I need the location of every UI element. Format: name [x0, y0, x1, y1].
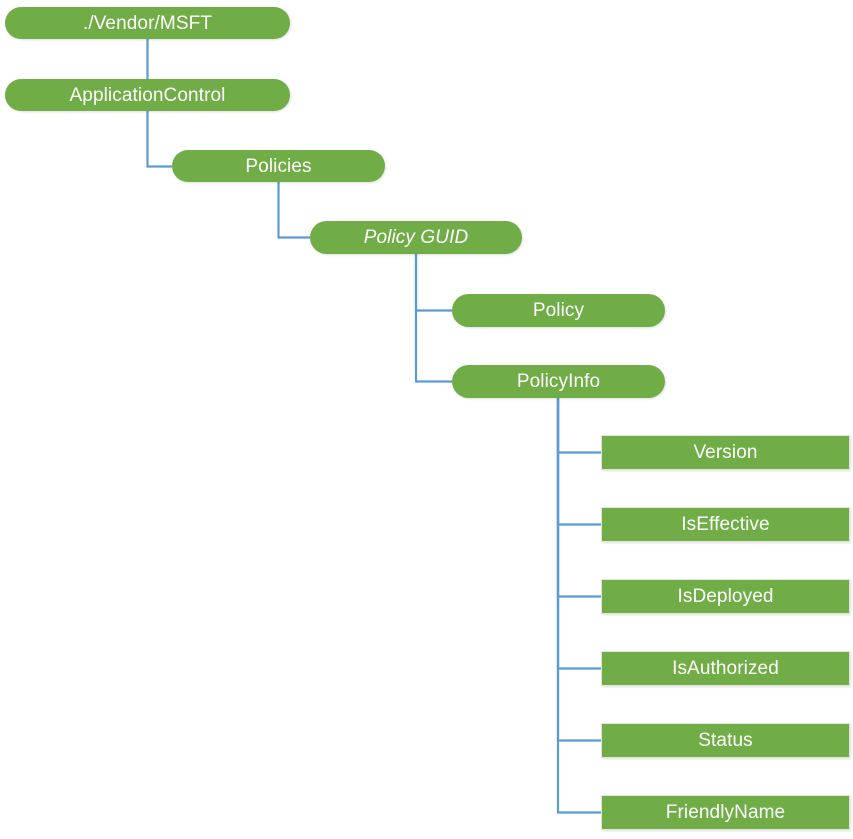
node-label-policies: Policies	[245, 155, 312, 177]
node-is-authorized[interactable]: IsAuthorized	[601, 651, 850, 686]
connector-policyinfo-to-iseffective	[556, 398, 601, 526]
node-label-application-control: ApplicationControl	[69, 84, 226, 106]
node-status[interactable]: Status	[601, 723, 850, 758]
connector-policies-to-policyguid	[277, 182, 310, 239]
node-label-is-effective: IsEffective	[681, 514, 770, 535]
node-policy-guid[interactable]: Policy GUID	[310, 221, 522, 254]
node-label-version: Version	[693, 442, 758, 463]
node-version[interactable]: Version	[601, 435, 850, 470]
node-policy[interactable]: Policy	[452, 294, 665, 327]
connector-policyinfo-to-friendlyname	[556, 398, 601, 814]
node-label-policy: Policy	[532, 300, 585, 321]
node-policies[interactable]: Policies	[172, 150, 385, 182]
node-label-vendor-msft: ./Vendor/MSFT	[82, 12, 213, 34]
connector-policyinfo-to-status	[556, 398, 601, 742]
connector-policyguid-to-policy	[414, 254, 452, 312]
connector-policyinfo-to-isdeployed	[556, 398, 601, 598]
node-label-is-deployed: IsDeployed	[677, 586, 774, 607]
connector-policyinfo-to-isauthorized	[556, 398, 601, 670]
node-label-friendly-name: FriendlyName	[665, 802, 786, 823]
connector-policyinfo-to-version	[556, 398, 601, 454]
node-label-policy-guid: Policy GUID	[363, 227, 469, 248]
node-label-status: Status	[698, 730, 753, 751]
node-is-effective[interactable]: IsEffective	[601, 507, 850, 542]
node-label-is-authorized: IsAuthorized	[672, 658, 779, 679]
node-application-control[interactable]: ApplicationControl	[5, 79, 290, 111]
node-is-deployed[interactable]: IsDeployed	[601, 579, 850, 614]
node-vendor-msft[interactable]: ./Vendor/MSFT	[5, 7, 290, 39]
node-friendly-name[interactable]: FriendlyName	[601, 795, 850, 830]
node-label-policy-info: PolicyInfo	[516, 371, 601, 392]
connector-policyguid-to-policyinfo	[414, 254, 452, 383]
connector-appcontrol-to-policies	[146, 111, 172, 168]
node-policy-info[interactable]: PolicyInfo	[452, 365, 665, 398]
